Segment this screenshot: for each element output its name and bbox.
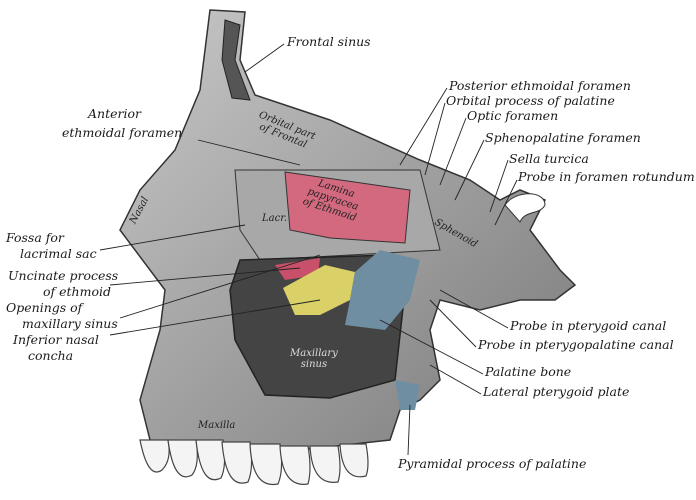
maxilla-label: Maxilla <box>198 420 236 431</box>
label-probe-foramen-rotundum: Probe in foramen rotundum <box>518 169 695 184</box>
label-uncinate-2: of ethmoid <box>43 284 111 299</box>
label-openings-2: maxillary sinus <box>22 316 118 331</box>
pyramidal-process-region <box>395 380 420 410</box>
label-uncinate-1: Uncinate process <box>8 268 119 283</box>
label-sphenopalatine-foramen: Sphenopalatine foramen <box>485 130 641 145</box>
lacrimal-label: Lacr. <box>262 213 288 224</box>
sella-turcica <box>504 193 546 223</box>
label-fossa-lacrimal-2: lacrimal sac <box>20 246 97 261</box>
label-inferior-concha-2: concha <box>28 348 74 363</box>
label-fossa-lacrimal-1: Fossa for <box>6 230 64 245</box>
label-probe-pterygoid-canal: Probe in pterygoid canal <box>510 318 667 333</box>
label-probe-pterygopalatine-canal: Probe in pterygopalatine canal <box>478 337 674 352</box>
leader-lines <box>99 43 518 456</box>
frontal-sinus <box>221 19 251 101</box>
label-frontal-sinus: Frontal sinus <box>287 34 371 49</box>
inferior-concha-region <box>283 265 355 315</box>
maxillary-sinus-label: Maxillary sinus <box>290 348 338 370</box>
label-inferior-concha-1: Inferior nasal <box>13 332 99 347</box>
label-optic-foramen: Optic foramen <box>467 108 559 123</box>
label-anterior-ethmoidal-2: ethmoidal foramen <box>62 125 183 140</box>
label-line: sinus <box>300 359 328 370</box>
label-orbital-process-palatine: Orbital process of palatine <box>446 93 615 108</box>
label-anterior-ethmoidal-1: Anterior <box>88 106 141 121</box>
label-palatine-bone: Palatine bone <box>485 364 572 379</box>
label-openings-1: Openings of <box>6 300 83 315</box>
label-line: Maxillary <box>290 348 338 359</box>
label-sella-turcica: Sella turcica <box>509 151 589 166</box>
lamina-papyracea-region <box>284 171 411 244</box>
palatine-region <box>345 250 420 330</box>
teeth <box>139 439 369 486</box>
label-pyramidal-process: Pyramidal process of palatine <box>398 456 587 471</box>
label-posterior-ethmoidal-foramen: Posterior ethmoidal foramen <box>449 78 631 93</box>
label-lateral-pterygoid-plate: Lateral pterygoid plate <box>483 384 630 399</box>
